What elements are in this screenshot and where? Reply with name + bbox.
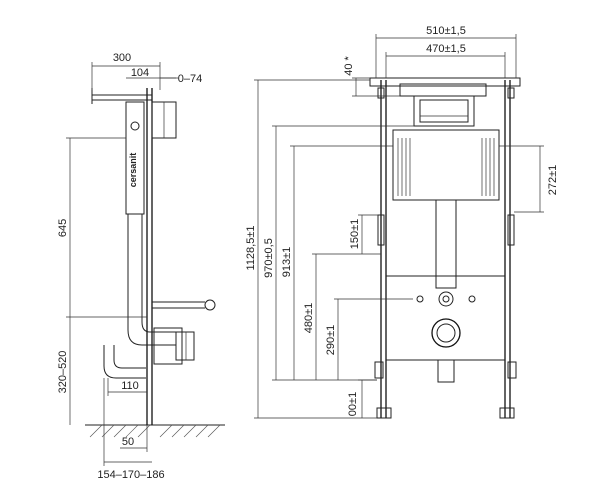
dim-300: 300 (113, 52, 131, 64)
dim-110: 110 (121, 380, 139, 392)
dim-272: 272±1 (547, 165, 559, 196)
dim-0-74: 0–74 (178, 73, 202, 85)
dim-1128: 1128,5±1 (245, 226, 257, 271)
dim-150: 150±1 (349, 219, 361, 250)
dim-00: 00±1 (347, 392, 359, 416)
brand-label: cersanit (128, 153, 138, 188)
dim-480: 480±1 (303, 303, 315, 334)
dim-154-170-186: 154–170–186 (97, 469, 164, 481)
dim-913: 913±1 (281, 247, 293, 278)
dim-645: 645 (57, 219, 69, 237)
cistern-ribs (397, 138, 495, 196)
side-view: cersanit 300 104 0–74 645 320–520 110 50… (57, 52, 225, 481)
dim-970: 970±0,5 (263, 238, 275, 278)
dim-50: 50 (122, 436, 134, 448)
dim-104: 104 (131, 67, 149, 79)
dim-320-520: 320–520 (57, 351, 69, 394)
dim-290: 290±1 (325, 325, 337, 356)
dim-40: 40 * (343, 55, 355, 75)
front-view: 510±1,5 470±1,5 40 * 1128,5±1 970±0,5 91… (245, 25, 559, 419)
dim-470: 470±1,5 (426, 43, 466, 55)
floor-hatching (89, 424, 221, 438)
dim-510: 510±1,5 (426, 25, 466, 37)
